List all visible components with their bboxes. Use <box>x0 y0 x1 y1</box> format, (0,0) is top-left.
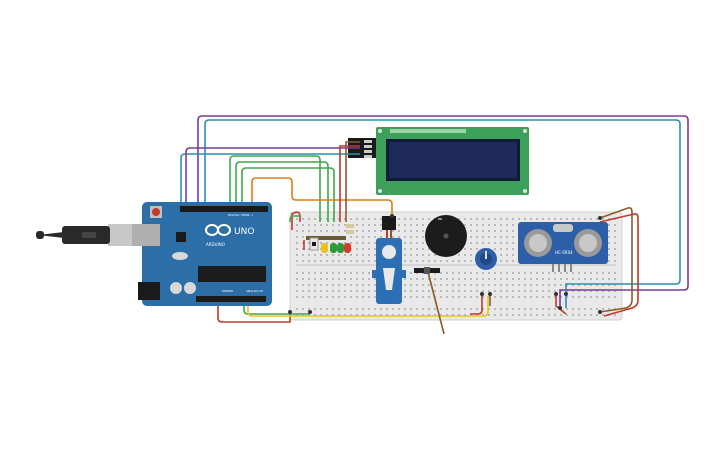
lcd-screen <box>389 142 517 178</box>
wire-purple-long <box>197 115 689 308</box>
wire-red-pot <box>470 294 483 315</box>
wire-red-sensor <box>599 213 639 317</box>
wire-green-1 <box>229 155 321 222</box>
ultrasonic-model-label: HC-SR04 <box>555 250 573 255</box>
power-analog-header <box>196 296 266 302</box>
wire-endpoints <box>288 214 602 314</box>
servo-motor <box>372 216 406 304</box>
power-label: POWER <box>222 289 233 293</box>
wires <box>180 115 689 335</box>
dc-jack <box>138 282 160 300</box>
wire-brown-sensor <box>599 207 633 313</box>
led-group <box>306 224 354 253</box>
wire-brown-lcd <box>345 141 360 222</box>
lcd-display <box>376 127 529 195</box>
led-green-2 <box>337 243 344 253</box>
wire-yellow <box>247 296 489 317</box>
led-yellow <box>321 243 328 253</box>
potentiometer[interactable] <box>475 248 497 270</box>
wire-orange <box>251 177 393 216</box>
wire-red-lcd <box>339 145 360 222</box>
digital-header-label: DIGITAL (PWM~) <box>228 213 253 217</box>
arduino-brand-label: ARDUINO <box>206 242 225 247</box>
wire-brown-buzzer-probe <box>427 271 445 335</box>
wire-teal-lcd <box>180 153 360 210</box>
atmega-chip <box>198 266 266 282</box>
slide-switch[interactable] <box>414 267 440 274</box>
usb-port <box>130 224 160 246</box>
usb-cable <box>36 224 132 246</box>
arduino-uno: UNO ARDUINO DIGITAL (PWM~) POWER ANALOG … <box>130 202 272 306</box>
wire-purple-lcd <box>185 147 360 210</box>
led-green-1 <box>330 243 337 253</box>
wire-green-side <box>289 215 300 222</box>
wire-red-left <box>217 300 291 323</box>
ultrasonic-sensor: HC-SR04 <box>518 222 608 272</box>
arduino-infinity-logo <box>205 224 231 236</box>
wire-green-2 <box>235 161 329 222</box>
arduino-model-label: UNO <box>234 227 254 237</box>
led-red <box>344 243 351 253</box>
servo-connector <box>382 216 396 230</box>
digital-pin-header <box>180 206 268 212</box>
wire-green-3 <box>241 167 335 222</box>
lcd-pin-header <box>390 129 466 133</box>
wire-red-trig <box>555 294 567 315</box>
wire-teal-long <box>204 119 681 308</box>
analog-in-label: ANALOG IN <box>246 289 263 293</box>
piezo-buzzer <box>425 215 467 257</box>
i2c-connector <box>348 138 376 158</box>
